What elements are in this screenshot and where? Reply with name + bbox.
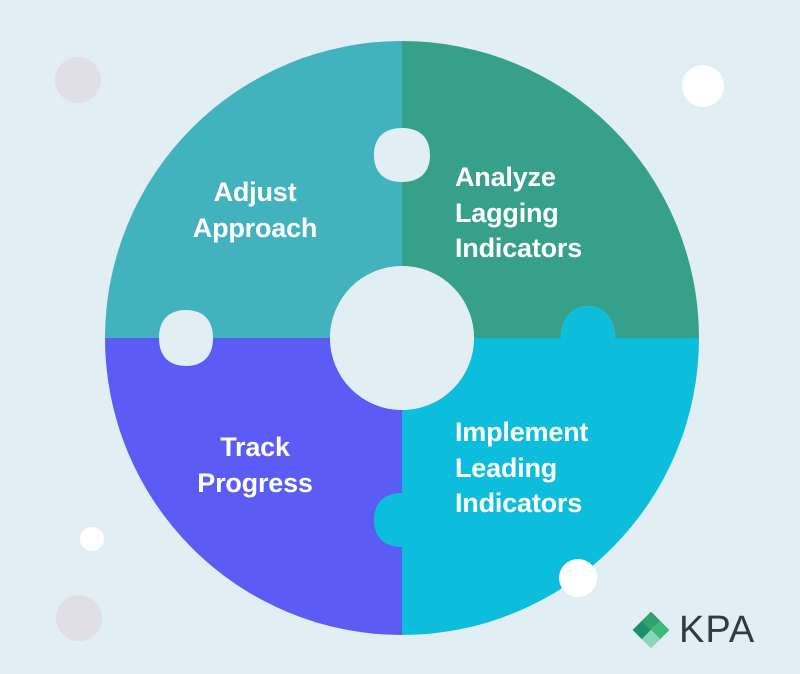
decor-dot-top-right — [682, 65, 724, 107]
brand-logo: KPA — [632, 608, 755, 652]
decor-dot-bottom-left — [56, 595, 102, 641]
center-hub — [330, 266, 474, 410]
kpa-diamond-icon — [632, 611, 670, 649]
brand-wordmark: KPA — [679, 609, 756, 651]
decor-dot-mid-left — [80, 527, 104, 551]
decor-dot-bottom-right — [559, 559, 597, 597]
decor-dot-top-left — [55, 57, 101, 103]
